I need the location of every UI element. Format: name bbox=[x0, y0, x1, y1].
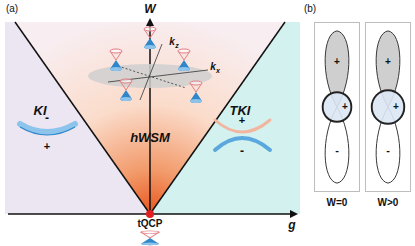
orbital-core bbox=[323, 92, 352, 122]
axis-label: W bbox=[144, 3, 155, 15]
phase-region: TKI bbox=[150, 22, 300, 214]
band-sign: - bbox=[45, 112, 49, 124]
orbital-figure bbox=[315, 23, 359, 191]
panel-caption: W>0 bbox=[378, 198, 399, 208]
lobe-sign: + bbox=[393, 102, 399, 112]
axis-label: k bbox=[210, 62, 216, 72]
orbital-core bbox=[372, 90, 405, 124]
region-fill bbox=[150, 22, 300, 214]
orbital-panel: W>0 bbox=[365, 22, 411, 192]
phase-name: hWSM bbox=[130, 131, 170, 144]
region-shape bbox=[5, 22, 150, 214]
w-axis bbox=[149, 24, 151, 214]
phase-region: KI bbox=[5, 22, 150, 214]
band-sign: + bbox=[239, 115, 245, 126]
lobe-sign: + bbox=[385, 57, 391, 67]
axis-subscript: z bbox=[175, 42, 179, 49]
lobe-sign: - bbox=[335, 145, 339, 156]
critical-cone bbox=[141, 231, 159, 245]
axis-label: g bbox=[288, 219, 295, 231]
panel-caption: W=0 bbox=[327, 198, 348, 208]
point-label: tQCP bbox=[138, 219, 163, 229]
lobe-sign: - bbox=[386, 145, 390, 156]
phase-name: KI bbox=[34, 104, 47, 117]
lobe-sign: + bbox=[342, 102, 348, 112]
ky-axis bbox=[118, 66, 186, 88]
critical-point bbox=[146, 210, 154, 218]
axis-subscript: x bbox=[216, 67, 220, 74]
panel-letter: (a) bbox=[6, 4, 18, 14]
band-sign: + bbox=[44, 141, 50, 152]
lobe-sign: + bbox=[334, 57, 340, 67]
orbital-figure bbox=[366, 23, 410, 191]
orbital-panel: W=0 bbox=[314, 22, 360, 192]
band-sign: - bbox=[240, 145, 244, 157]
panel-letter: (b) bbox=[304, 4, 316, 14]
axis-label: k bbox=[169, 37, 175, 47]
region-shape bbox=[150, 22, 300, 214]
